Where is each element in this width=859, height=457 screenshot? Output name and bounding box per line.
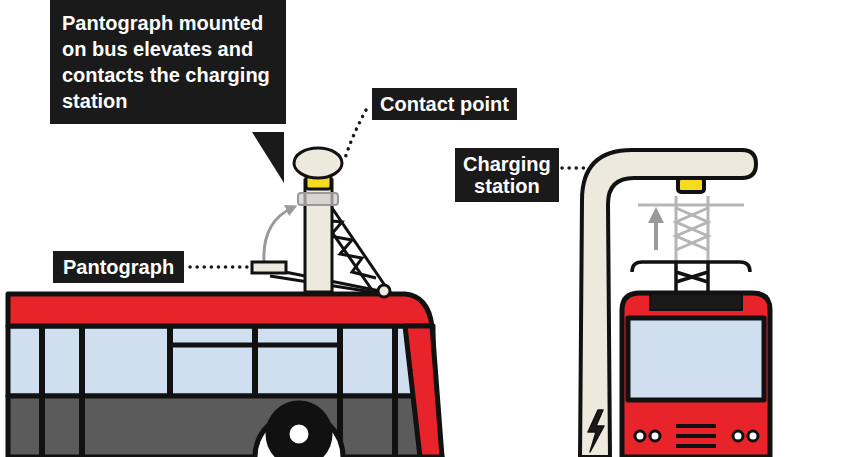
bus-front <box>622 293 770 457</box>
callout-label: Pantograph mounted on bus elevates and c… <box>50 0 286 124</box>
pantograph-side <box>252 148 390 297</box>
callout-pointer <box>252 132 284 183</box>
pantograph-front <box>632 196 750 294</box>
bus-side <box>8 294 442 457</box>
callout-label: Pantograph <box>53 251 184 283</box>
callout-label: Contact point <box>372 88 517 120</box>
leader-lines <box>190 110 640 267</box>
callout-label: Charging station <box>455 148 559 202</box>
